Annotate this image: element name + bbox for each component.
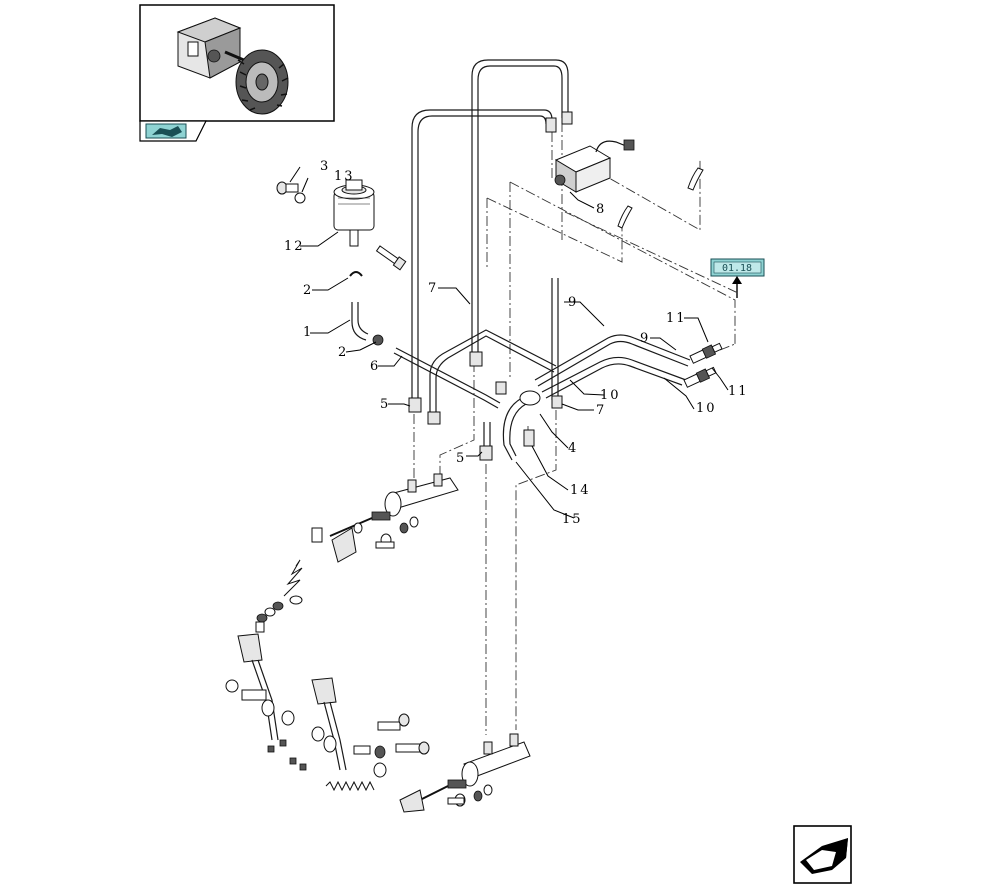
callout-9-right: 9: [640, 331, 650, 346]
callout-6: 6: [370, 359, 380, 374]
callout-10-right: 10: [696, 401, 717, 416]
callout-11-upper: 11: [666, 311, 687, 326]
callout-2-upper: 2: [303, 283, 313, 298]
alignment-lines: [413, 122, 739, 735]
callout-4: 4: [568, 441, 578, 456]
callout-labels: 3 13 12 2 1 2 6 5 7 5 4 14 15 7 10 8 9 9…: [284, 159, 749, 527]
brake-pedal-assembly: [225, 559, 430, 792]
reference-tag-label: 01.18: [722, 263, 752, 274]
reference-tag[interactable]: 01.18: [710, 258, 765, 277]
callout-7-lower: 7: [596, 403, 606, 418]
leader-lines: [289, 166, 729, 519]
valve-block: [554, 139, 635, 193]
tractor-axle-thumbnail-icon: [176, 17, 289, 115]
fittings: [276, 111, 723, 461]
callout-8: 8: [596, 202, 606, 217]
callout-13: 13: [334, 169, 355, 184]
next-page-arrow-icon: [800, 838, 848, 874]
thumbnail-tab[interactable]: [139, 120, 207, 142]
callout-14: 14: [570, 483, 591, 498]
master-cylinder-left: [311, 473, 459, 563]
assembly-thumbnail[interactable]: [139, 4, 335, 122]
callout-9-upper: 9: [568, 295, 578, 310]
callout-2-lower: 2: [338, 345, 348, 360]
book-arrow-icon: [152, 126, 182, 137]
callout-7-upper: 7: [428, 281, 438, 296]
reference-arrow: [732, 276, 742, 298]
callout-10-center: 10: [600, 388, 621, 403]
callout-5-left: 5: [380, 397, 390, 412]
master-cylinder-right: [399, 733, 531, 813]
callout-11-lower: 11: [728, 384, 749, 399]
callout-5-center: 5: [456, 451, 466, 466]
callout-1: 1: [303, 325, 313, 340]
callout-12: 12: [284, 239, 305, 254]
fluid-reservoir: [333, 179, 375, 247]
next-page-button[interactable]: [793, 825, 852, 884]
callout-3: 3: [320, 159, 330, 174]
callout-15: 15: [562, 512, 583, 527]
